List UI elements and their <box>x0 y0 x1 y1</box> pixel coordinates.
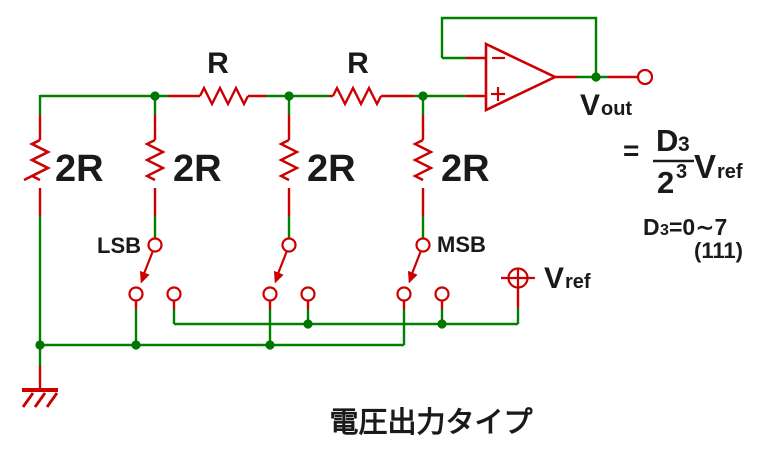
vref-source-icon <box>501 267 535 324</box>
svg-text:=0∼7: =0∼7 <box>669 214 727 240</box>
label-series-r1: R <box>207 47 229 80</box>
svg-text:V: V <box>544 262 564 295</box>
svg-text:out: out <box>601 98 632 120</box>
resistor-shunt-2r-lsb <box>144 95 166 239</box>
label-series-r2: R <box>347 47 369 80</box>
label-msb: MSB <box>437 232 486 257</box>
svg-text:3: 3 <box>678 133 690 156</box>
opamp-triangle <box>484 41 559 113</box>
feedback-wire <box>440 16 598 77</box>
opamp <box>440 16 654 113</box>
plus-input-icon <box>491 87 505 101</box>
svg-text:ref: ref <box>717 161 743 183</box>
svg-text:(111): (111) <box>694 238 743 263</box>
resistor-shunt-2r-term <box>23 95 51 346</box>
svg-text:3: 3 <box>660 222 669 239</box>
formula-note: D 3 =0∼7 (111) <box>643 214 743 263</box>
switch-bit2 <box>262 237 316 345</box>
vout-terminal <box>636 68 654 86</box>
label-shunt-r2: 2R <box>173 148 222 190</box>
svg-text:3: 3 <box>676 161 687 183</box>
switch-msb <box>396 237 450 345</box>
svg-text:V: V <box>580 89 600 122</box>
switch-vref-terminal <box>166 286 182 302</box>
resistor-series-r1 <box>168 85 266 107</box>
svg-text:D: D <box>656 123 678 158</box>
svg-text:=: = <box>623 135 639 166</box>
svg-text:2: 2 <box>657 165 674 200</box>
resistor-series-r2 <box>329 85 414 107</box>
switch-gnd-terminal <box>128 286 144 302</box>
resistor-shunt-2r-mid <box>278 95 300 239</box>
formula-vout: = D 3 2 3 V ref <box>623 123 743 200</box>
junction-dots <box>35 72 601 350</box>
switch-lsb <box>128 237 182 345</box>
resistor-shunt-2r-msb <box>412 95 434 239</box>
caption-title: 電圧出力タイプ <box>329 406 533 439</box>
label-vout: V out <box>580 89 632 122</box>
svg-text:ref: ref <box>565 271 591 293</box>
ground-icon <box>21 345 59 408</box>
svg-text:D: D <box>643 214 660 240</box>
svg-text:V: V <box>694 148 716 185</box>
label-lsb: LSB <box>97 233 141 258</box>
label-shunt-r3: 2R <box>307 148 356 190</box>
switch-throw-terminal <box>147 237 163 253</box>
label-vref-source: V ref <box>544 262 591 295</box>
label-shunt-r1: 2R <box>55 148 104 190</box>
label-shunt-r4: 2R <box>441 148 490 190</box>
